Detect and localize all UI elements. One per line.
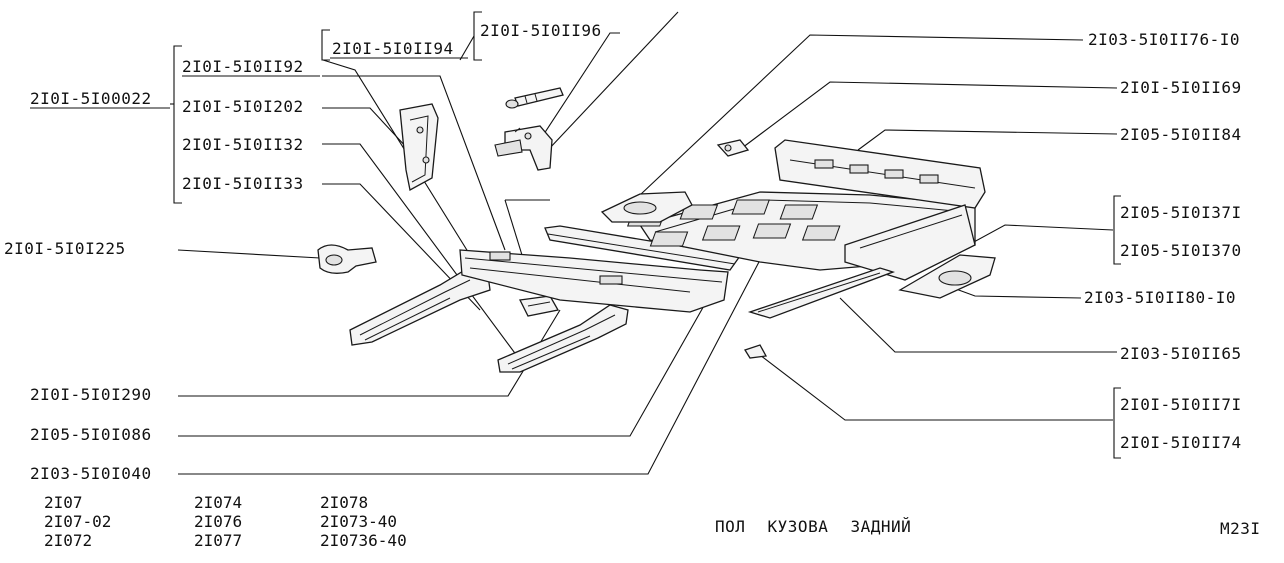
models-col-2: 2I074 2I076 2I077 — [194, 493, 242, 550]
label-5i0ii76: 2I03-5I0II76-I0 — [1088, 30, 1240, 49]
label-group-5i00022: 2I0I-5I00022 — [30, 89, 152, 108]
part-clip-5i0ii7x — [744, 344, 768, 359]
part-rod-5i0ii96 — [505, 87, 564, 109]
label-5i0i086: 2I05-5I0I086 — [30, 425, 152, 444]
label-5i0ii32: 2I0I-5I0II32 — [182, 135, 304, 154]
model-item: 2I077 — [194, 531, 243, 550]
model-item: 2I073-40 — [320, 512, 398, 531]
label-5i0ii94: 2I0I-5I0II94 — [332, 39, 454, 58]
label-5i0ii69: 2I0I-5I0II69 — [1120, 78, 1242, 97]
label-5i0ii96: 2I0I-5I0II96 — [480, 21, 602, 40]
part-bracket-5i0ii94 — [494, 125, 553, 171]
label-5i0ii80: 2I03-5I0II80-I0 — [1084, 288, 1236, 307]
bracket-5i0ii7x — [1113, 387, 1121, 459]
part-crossmember-5i0i086 — [459, 249, 729, 313]
bracket-5i0i37x — [1113, 195, 1121, 265]
label-5i0ii84: 2I05-5I0II84 — [1120, 125, 1242, 144]
part-crossmember-5i0i040 — [544, 225, 742, 271]
part-member-5i0ii32 — [497, 304, 629, 373]
model-item: 2I078 — [320, 493, 369, 512]
group-bracket — [173, 45, 182, 204]
models-col-1: 2I07 2I07-02 2I072 — [44, 493, 111, 550]
bracket-5i0ii94 — [321, 29, 330, 61]
model-item: 2I074 — [194, 493, 243, 512]
part-member-5i0ii33 — [349, 269, 491, 346]
label-5i0i371: 2I05-5I0I37I — [1120, 203, 1242, 222]
part-plate-5i0i290 — [519, 295, 560, 317]
part-clip-5i0i225 — [317, 244, 377, 274]
part-box-5i0i37x — [844, 204, 976, 281]
label-5i0ii74: 2I0I-5I0II74 — [1120, 433, 1242, 452]
part-tray-5i0ii80 — [898, 254, 996, 299]
model-item: 2I07-02 — [44, 512, 112, 531]
label-5i0ii33: 2I0I-5I0II33 — [182, 174, 304, 193]
models-col-3: 2I078 2I073-40 2I0736-40 — [320, 493, 407, 550]
page-code: M23I — [1220, 519, 1261, 538]
model-item: 2I076 — [194, 512, 243, 531]
label-5i0ii92: 2I0I-5I0II92 — [182, 57, 304, 76]
part-bracket-5i0i202 — [399, 103, 439, 191]
label-5i0ii71: 2I0I-5I0II7I — [1120, 395, 1242, 414]
label-5i0ii65: 2I03-5I0II65 — [1120, 344, 1242, 363]
part-clip-5i0ii69 — [716, 139, 750, 157]
label-5i0i370: 2I05-5I0I370 — [1120, 241, 1242, 260]
part-strip-5i0ii65 — [747, 267, 896, 319]
label-5i0i202: 2I0I-5I0I202 — [182, 97, 304, 116]
part-panel-5i0ii84 — [774, 139, 986, 209]
diagram-title: ПОЛ КУЗОВА ЗАДНИЙ — [715, 517, 911, 536]
model-item: 2I0736-40 — [320, 531, 407, 550]
model-item: 2I072 — [44, 531, 93, 550]
label-5i0i290: 2I0I-5I0I290 — [30, 385, 152, 404]
part-tray-5i0ii76-left — [600, 191, 693, 223]
label-5i0i040: 2I03-5I0I040 — [30, 464, 152, 483]
label-5i0i225: 2I0I-5I0I225 — [4, 239, 126, 258]
model-item: 2I07 — [44, 493, 83, 512]
